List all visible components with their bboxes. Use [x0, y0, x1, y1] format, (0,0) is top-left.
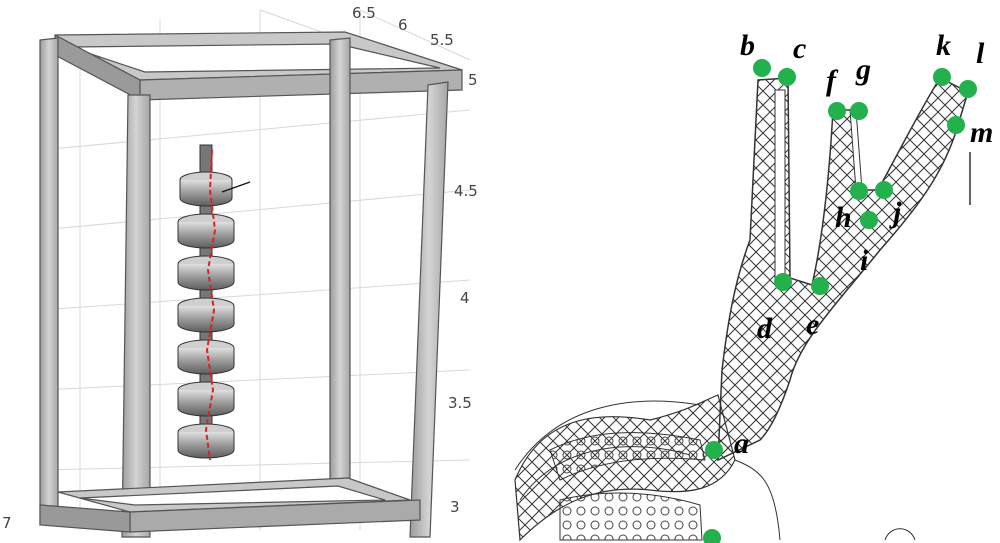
point-m: [947, 116, 965, 134]
tick-right-1: 5: [468, 71, 478, 89]
axis-tick-labels: 6.5 6 5.5 5 4.5 4 3.5 3 7: [2, 4, 478, 532]
tick-right-4: 3.5: [448, 394, 472, 412]
point-h: [850, 182, 868, 200]
insulator-red-trace: [204, 149, 217, 461]
label-d: d: [757, 312, 773, 345]
pointer-arrow: [221, 181, 251, 193]
frame-posts: [39, 37, 449, 538]
tick-right-5: 3: [450, 498, 460, 516]
label-a: a: [734, 427, 749, 460]
insulator-discs: [177, 171, 235, 459]
point-c: [778, 68, 796, 86]
point-n: [703, 529, 721, 543]
key-points: [703, 59, 977, 543]
label-e: e: [806, 308, 819, 341]
inner-slot-left: [774, 89, 786, 279]
tick-right-3: 4: [460, 289, 470, 307]
background-grid: [39, 9, 471, 530]
point-f: [828, 102, 846, 120]
tick-top-3: 5.5: [430, 31, 454, 49]
point-k: [933, 68, 951, 86]
right-panel-branch-diagram: a b c d e f g h i j k l m: [514, 29, 993, 543]
branch-structure: [717, 77, 969, 462]
point-g: [850, 102, 868, 120]
tick-top-1: 6.5: [352, 4, 376, 22]
point-labels: a b c d e f g h i j k l m: [734, 29, 993, 460]
label-c: c: [793, 32, 806, 65]
label-l: l: [976, 37, 985, 70]
label-j: j: [889, 196, 902, 229]
insulator-string: [177, 144, 251, 461]
point-a: [705, 441, 723, 459]
frame-bottom: [39, 477, 421, 533]
point-i: [860, 211, 878, 229]
point-d: [774, 273, 792, 291]
label-f: f: [826, 64, 839, 97]
lower-body: [514, 394, 916, 542]
label-m: m: [970, 116, 993, 149]
tick-right-2: 4.5: [454, 182, 478, 200]
label-b: b: [740, 29, 755, 62]
label-i: i: [860, 244, 869, 277]
label-g: g: [855, 53, 871, 86]
point-e: [811, 277, 829, 295]
label-k: k: [936, 29, 951, 62]
point-j: [875, 181, 893, 199]
label-h: h: [835, 201, 852, 234]
tick-top-2: 6: [398, 16, 408, 34]
frame-top: [54, 31, 463, 101]
point-l: [959, 80, 977, 98]
left-panel-3d-frame: 6.5 6 5.5 5 4.5 4 3.5 3 7: [2, 4, 478, 538]
tick-corner: 7: [2, 514, 12, 532]
point-b: [753, 59, 771, 77]
